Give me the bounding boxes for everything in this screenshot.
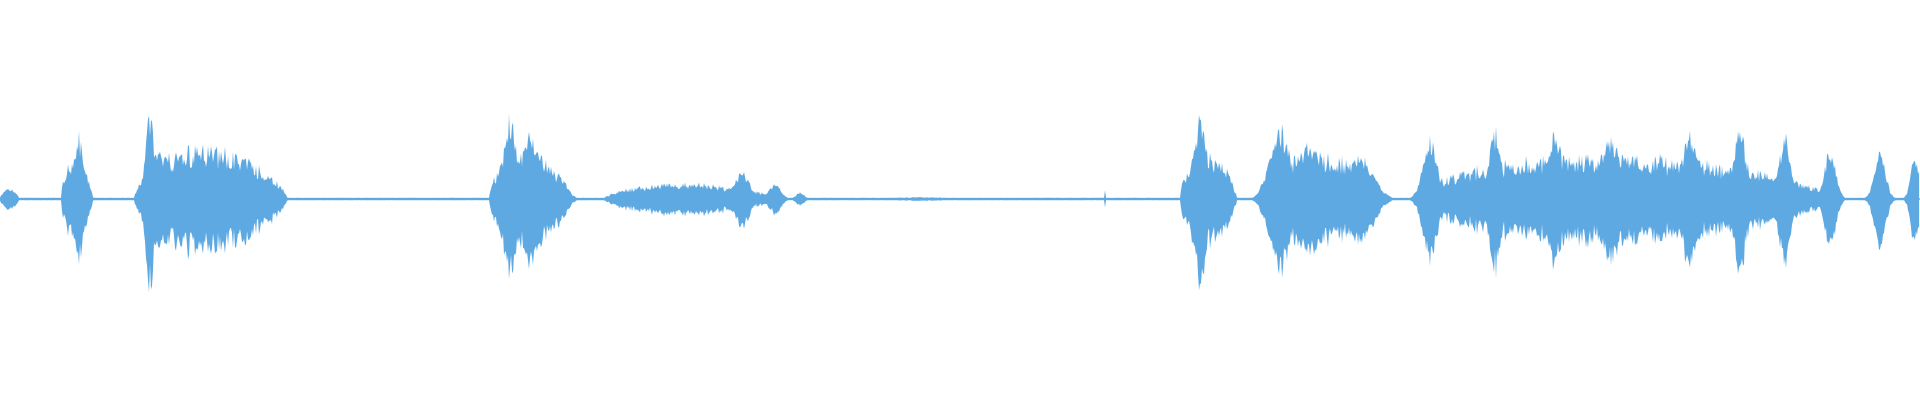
waveform-envelope [0, 113, 1919, 293]
